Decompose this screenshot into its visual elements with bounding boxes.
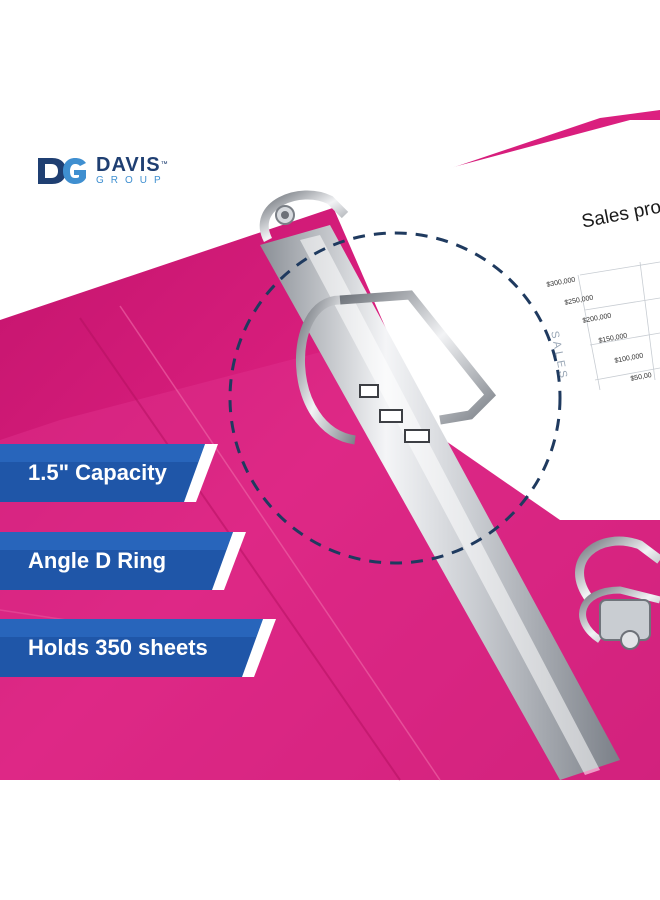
badge-shape (0, 444, 218, 502)
brand-subname: GROUP (96, 175, 168, 186)
trademark-symbol: ™ (160, 161, 169, 168)
zoom-circle (228, 231, 562, 565)
feature-badge-sheets: Holds 350 sheets (0, 619, 276, 677)
dg-logo-mark (38, 158, 86, 184)
badge-shape (0, 619, 276, 677)
brand-name: DAVIS (96, 154, 161, 176)
feature-label: Angle D Ring (28, 548, 167, 573)
paper-sheet (330, 120, 660, 520)
middle-d-ring (296, 290, 497, 445)
feature-label: Holds 350 sheets (28, 635, 208, 660)
badge-shape (0, 532, 246, 590)
feature-badge-capacity: 1.5" Capacity (0, 444, 218, 502)
top-ring (259, 190, 349, 243)
feature-label: 1.5" Capacity (28, 460, 167, 485)
davis-group-logo: DAVIS™ GROUP (36, 154, 206, 190)
bottom-ring (575, 536, 660, 650)
feature-badge-ring: Angle D Ring (0, 532, 246, 590)
chart-grid (577, 261, 660, 391)
